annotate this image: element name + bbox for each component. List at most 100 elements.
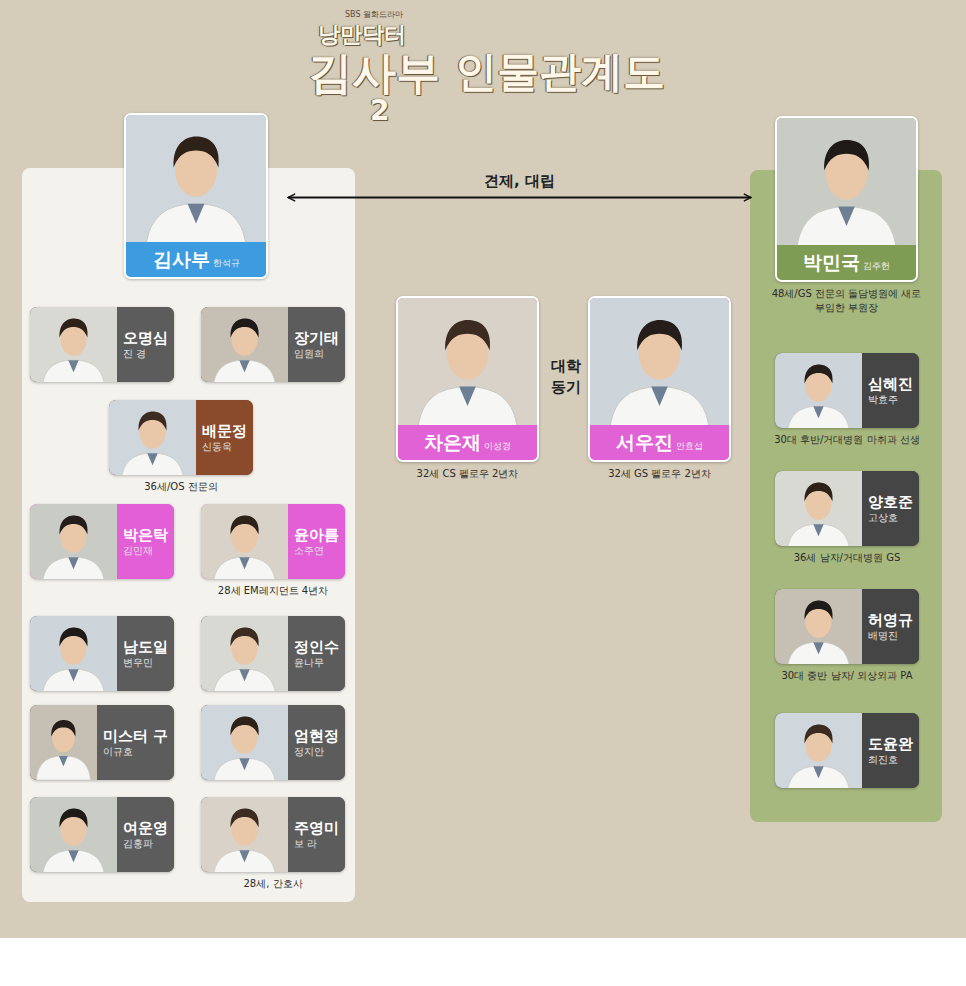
name-plate: 미스터 구이규호: [97, 705, 174, 780]
portrait-collar: [68, 669, 78, 681]
portrait-hair: [60, 515, 88, 534]
portrait-collar: [813, 524, 823, 536]
character-name: 박민국: [803, 251, 860, 274]
character-card: 김사부한석규: [124, 113, 268, 279]
character-note: 32세 GS 펠로우 2년차: [608, 467, 711, 481]
relation-label: 견제, 대립: [484, 172, 555, 191]
portrait-hair: [231, 716, 259, 735]
character-note: 30대 후반/거대병원 마취과 선생: [774, 433, 920, 447]
portrait-background: [775, 589, 862, 664]
portrait-background: [775, 353, 862, 428]
portrait-hair: [231, 515, 259, 534]
character-name: 서우진: [616, 431, 673, 454]
portrait-hair: [231, 627, 259, 646]
portrait-placeholder: [201, 705, 288, 780]
logo-text: 2: [370, 94, 389, 127]
character-card: 주영미보 라28세, 간호사: [201, 797, 345, 872]
actor-name: 소주연: [294, 544, 324, 557]
portrait-body: [787, 642, 850, 664]
portrait-collar: [813, 642, 823, 654]
portrait-collar: [813, 406, 823, 418]
character-name: 오명심: [123, 329, 168, 347]
character-note: 28세, 간호사: [243, 877, 302, 891]
portrait-placeholder: [30, 504, 117, 579]
portrait-hair: [824, 140, 869, 171]
portrait-background: [30, 616, 117, 691]
portrait-background: [590, 298, 729, 425]
character-name: 여운영: [123, 819, 168, 837]
portrait-hair: [445, 320, 490, 351]
character-card: 서우진안효섭32세 GS 펠로우 2년차: [588, 296, 731, 462]
actor-name: 안효섭: [676, 440, 703, 453]
portrait-placeholder: [201, 307, 288, 382]
card-frame: 주영미보 라: [201, 797, 345, 872]
portrait-body: [42, 360, 105, 382]
character-note: 32세 CS 펠로우 2년차: [417, 467, 519, 481]
name-plate: 오명심진 경: [117, 307, 174, 382]
portrait-body: [42, 850, 105, 872]
portrait-background: [30, 705, 97, 780]
actor-name: 신동욱: [202, 440, 232, 453]
name-plate: 정인수윤나무: [288, 616, 345, 691]
name-plate: 박민국김주헌: [777, 245, 916, 280]
actor-name: 정지안: [294, 745, 324, 758]
character-name: 심혜진: [868, 375, 913, 393]
name-plate: 남도일변우민: [117, 616, 174, 691]
character-name: 박은탁: [123, 526, 168, 544]
portrait-placeholder: [30, 705, 97, 780]
name-plate: 주영미보 라: [288, 797, 345, 872]
portrait-background: [30, 307, 117, 382]
name-plate: 윤아름소주연: [288, 504, 345, 579]
character-note: 36세/OS 전문의: [144, 480, 218, 494]
portrait-body: [146, 204, 247, 242]
portrait-placeholder: [109, 400, 196, 475]
portrait-body: [787, 406, 850, 428]
actor-name: 이성경: [484, 440, 511, 453]
portrait-body: [417, 387, 517, 426]
portrait-background: [775, 713, 862, 788]
portrait-collar: [813, 766, 823, 778]
actor-name: 최진호: [868, 753, 898, 766]
card-frame: 박민국김주헌: [775, 116, 918, 282]
portrait-placeholder: [590, 298, 729, 425]
portrait-collar: [239, 850, 249, 862]
character-card: 허영규배명진30대 중반 남자/ 외상외과 PA: [775, 589, 919, 664]
portrait-background: [201, 797, 288, 872]
portrait-background: [775, 471, 862, 546]
actor-name: 보 라: [294, 837, 317, 850]
portrait-hair: [51, 720, 75, 737]
character-name: 허영규: [868, 611, 913, 629]
portrait-hair: [60, 808, 88, 827]
card-frame: 김사부한석규: [124, 113, 268, 279]
card-frame: 박은탁김민재: [30, 504, 174, 579]
portrait-background: [777, 118, 916, 245]
character-name: 남도일: [123, 638, 168, 656]
character-card: 차은재이성경32세 CS 펠로우 2년차: [396, 296, 539, 462]
name-plate: 장기태임원희: [288, 307, 345, 382]
actor-name: 박효주: [868, 393, 898, 406]
portrait-placeholder: [30, 616, 117, 691]
name-plate: 양호준고상호: [862, 471, 919, 546]
character-card: 양호준고상호36세 남자/거대병원 GS: [775, 471, 919, 546]
portrait-collar: [239, 360, 249, 372]
card-frame: 장기태임원희: [201, 307, 345, 382]
portrait-placeholder: [126, 115, 266, 242]
portrait-body: [42, 557, 105, 579]
portrait-placeholder: [777, 118, 916, 245]
name-plate: 허영규배명진: [862, 589, 919, 664]
portrait-collar: [239, 557, 249, 569]
card-frame: 양호준고상호: [775, 471, 919, 546]
portrait-collar: [239, 758, 249, 770]
portrait-background: [30, 504, 117, 579]
character-note: 30대 중반 남자/ 외상외과 PA: [781, 669, 912, 683]
portrait-placeholder: [30, 797, 117, 872]
character-card: 윤아름소주연28세 EM레지던트 4년차: [201, 504, 345, 579]
portrait-hair: [805, 482, 833, 501]
portrait-placeholder: [201, 504, 288, 579]
actor-name: 김민재: [123, 544, 153, 557]
portrait-body: [213, 758, 276, 780]
character-card: 여운영김홍파: [30, 797, 174, 872]
actor-name: 김홍파: [123, 837, 153, 850]
card-frame: 남도일변우민: [30, 616, 174, 691]
card-frame: 미스터 구이규호: [30, 705, 174, 780]
